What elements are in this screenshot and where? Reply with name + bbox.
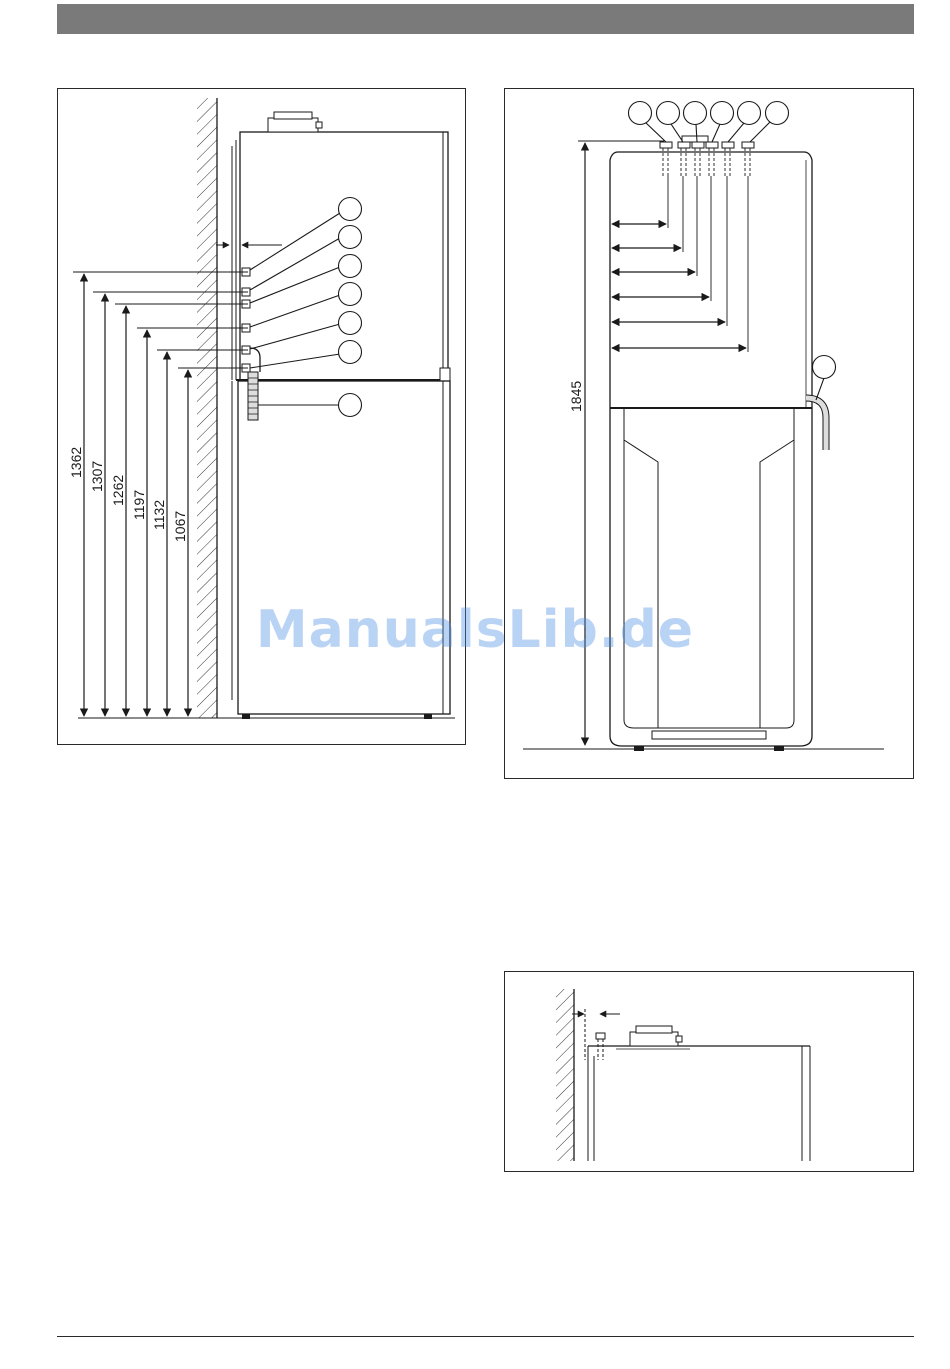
wall-hatch xyxy=(556,989,574,1161)
page-footer-rule xyxy=(57,1336,914,1337)
flue-collar xyxy=(630,1032,678,1046)
